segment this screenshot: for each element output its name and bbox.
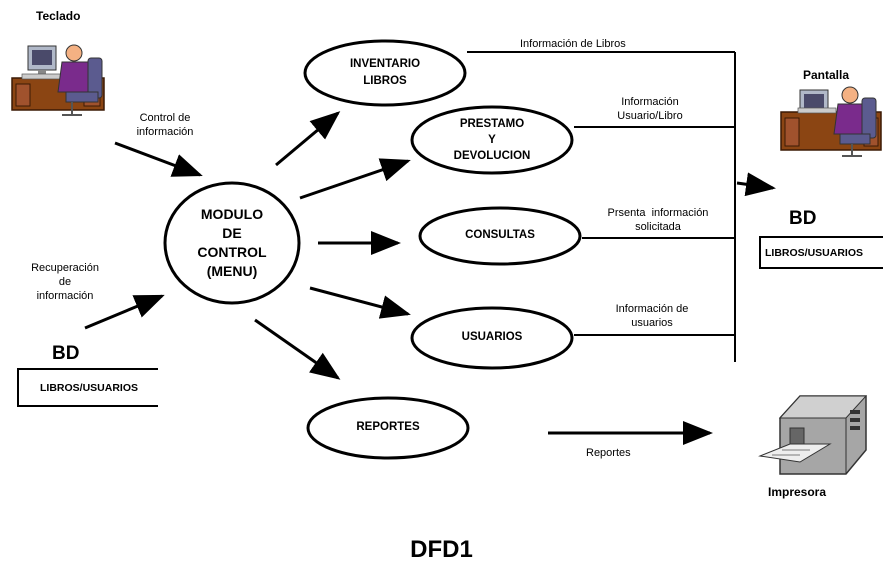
pantalla-icon — [780, 86, 882, 157]
process-usuarios: USUARIOS — [461, 331, 523, 344]
flow-label-info-usuario-libro: Información Usuario/Libro — [617, 96, 683, 122]
process-prestamo: PRESTAMO Y DEVOLUCION — [453, 117, 531, 163]
process-control: MODULO DE CONTROL (MENU) — [197, 206, 267, 279]
process-prestamo-shape — [410, 105, 574, 175]
process-inventario: INVENTARIO LIBROS — [349, 57, 421, 87]
impresora-label: Impresora — [768, 485, 827, 499]
datastore-right-label: BD — [789, 208, 817, 229]
datastore-left-bracket — [17, 368, 158, 407]
flow-arrow-to-usuarios — [309, 286, 411, 319]
flow-arrow-to-prestamo — [299, 158, 411, 200]
process-inventario-shape — [303, 39, 467, 107]
teclado-label: Teclado — [36, 9, 81, 23]
process-reportes-shape — [306, 396, 470, 460]
flow-label-info-libros: Información de Libros — [520, 38, 626, 50]
flow-label-presenta-info: Prsenta información solicitada — [607, 207, 709, 233]
flow-arrow-to-pantalla — [736, 172, 776, 197]
process-control-shape — [163, 181, 301, 305]
flow-arrow-recuperacion — [84, 294, 165, 330]
flow-label-reportes: Reportes — [586, 447, 631, 459]
process-reportes: REPORTES — [356, 421, 420, 434]
datastore-left-label: BD — [52, 343, 80, 364]
process-consultas: CONSULTAS — [465, 229, 535, 242]
datastore-right-name: LIBROS/USUARIOS — [765, 246, 864, 259]
datastore-left-name: LIBROS/USUARIOS — [39, 381, 138, 394]
flow-label-control-info: Control de información — [136, 112, 194, 138]
pantalla-label: Pantalla — [803, 68, 850, 82]
datastore-right-bracket — [759, 236, 883, 269]
process-usuarios-shape — [410, 306, 574, 370]
flow-arrow-to-inventario — [275, 111, 341, 167]
flow-arrow-to-reportes — [254, 318, 341, 380]
flow-label-info-usuarios: Información de usuarios — [615, 303, 689, 329]
flow-label-recuperacion: Recuperación de información — [31, 262, 99, 302]
process-consultas-shape — [418, 206, 582, 266]
diagram-title: DFD1 — [410, 536, 473, 563]
teclado-icon — [11, 44, 105, 116]
impresora-icon — [758, 395, 868, 475]
flow-arrow-teclado — [114, 141, 203, 177]
